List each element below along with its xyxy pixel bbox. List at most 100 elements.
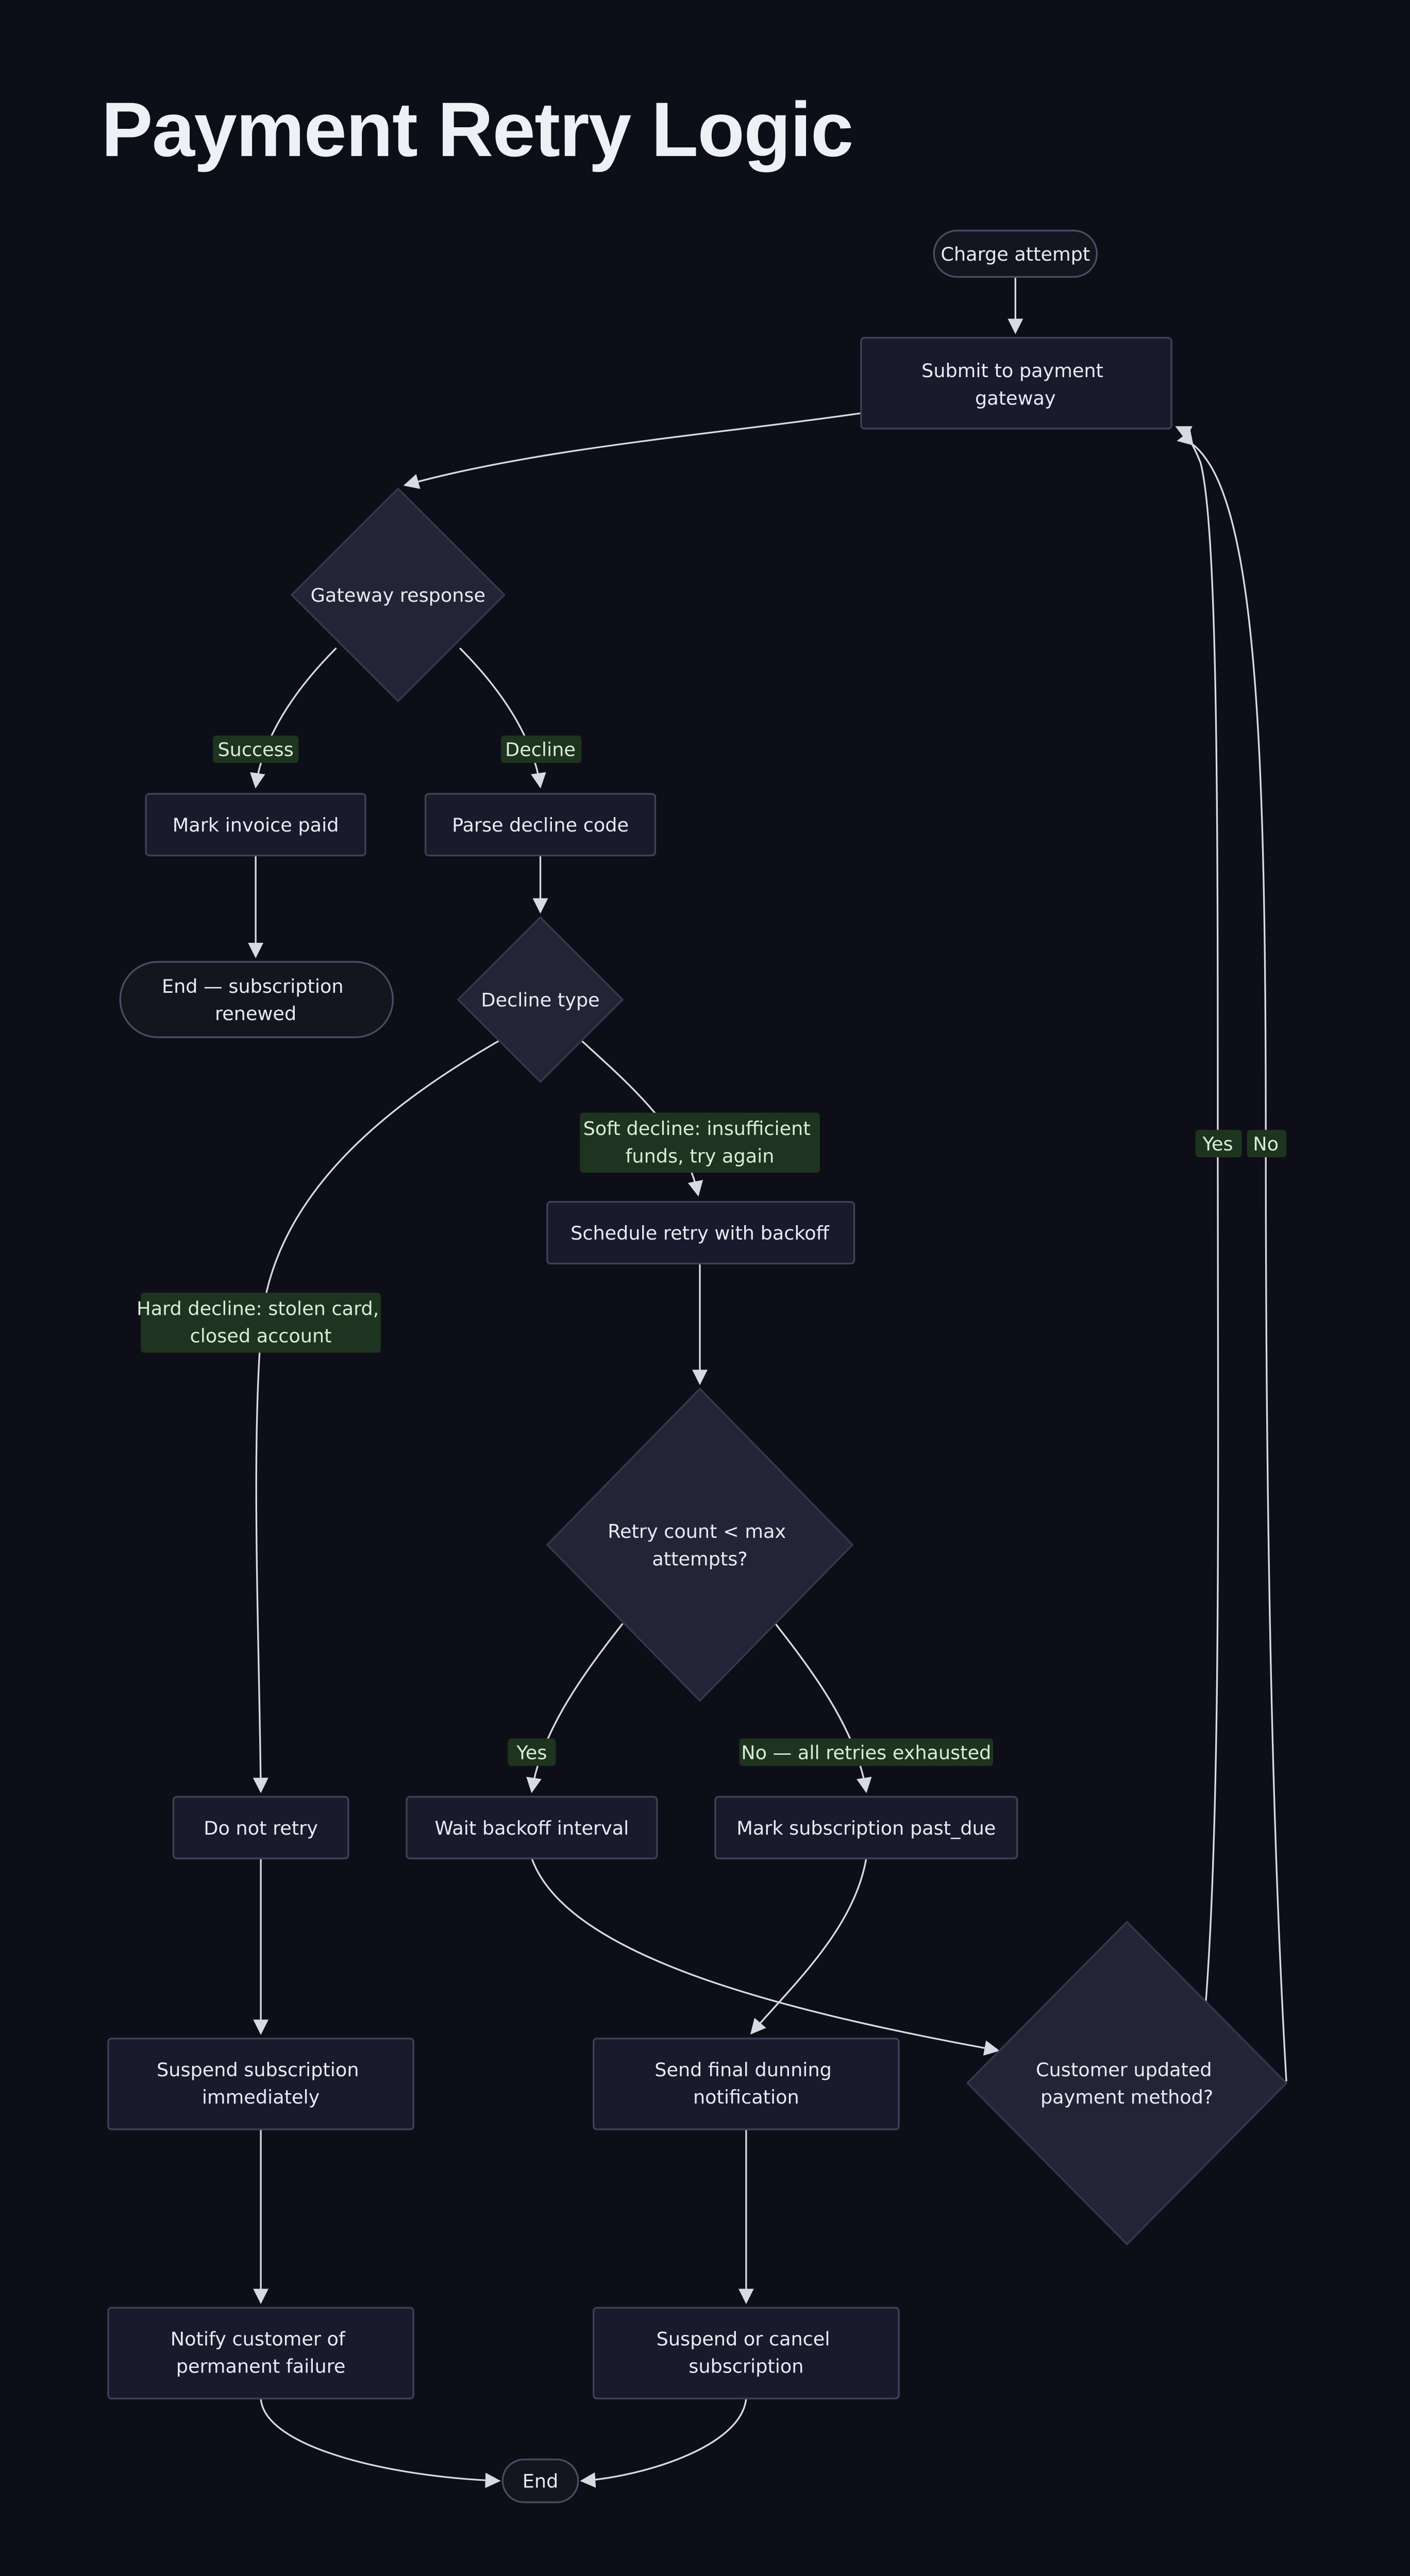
customer-no-label-text: No	[1253, 1133, 1279, 1155]
edge-customer-no-to-submit	[1177, 430, 1287, 2082]
edge-pastdue-to-dunning	[750, 1858, 867, 2035]
retry-count-line2: attempts?	[652, 1548, 747, 1570]
parse-decline-code-label: Parse decline code	[452, 814, 629, 836]
suspend-immediately-shape	[107, 2038, 414, 2130]
node-send-dunning[interactable]: Send final dunning notification	[593, 2038, 900, 2130]
end-label: End	[523, 2470, 559, 2493]
retry-yes-label-text: Yes	[516, 1741, 547, 1764]
submit-gateway-line1: Submit to payment	[921, 360, 1103, 382]
send-dunning-line1: Send final dunning	[654, 2059, 832, 2081]
edges-layer	[248, 278, 1287, 2488]
hard-decline-line1: Hard decline: stolen card,	[137, 1297, 379, 1319]
customer-updated-label: Customer updated payment method?	[1036, 2059, 1218, 2108]
mark-past-due-shape	[714, 1795, 1018, 1860]
gateway-response-label: Gateway response	[311, 584, 486, 606]
submit-gateway-shape	[860, 336, 1172, 430]
edge-customer-yes-to-submit	[1175, 426, 1219, 2003]
mark-invoice-paid-shape	[145, 793, 366, 857]
edge-submit-to-gateway-response	[403, 412, 862, 489]
node-gateway-response[interactable]: Gateway response	[290, 487, 506, 703]
node-suspend-immediately[interactable]: Suspend subscription immediately	[107, 2038, 414, 2130]
customer-no-label-bg	[1247, 1130, 1287, 1158]
customer-updated-line2: payment method?	[1040, 2086, 1213, 2108]
edge-label-decline: Decline	[500, 735, 582, 763]
mark-past-due-label: Mark subscription past_due	[736, 1817, 996, 1839]
schedule-retry-shape	[546, 1201, 855, 1265]
customer-updated-shape	[966, 1921, 1288, 2246]
node-mark-past-due[interactable]: Mark subscription past_due	[714, 1795, 1018, 1860]
edge-decline-hard	[253, 1040, 500, 1793]
suspend-cancel-line1: Suspend or cancel	[657, 2328, 830, 2350]
retry-count-shape	[546, 1387, 854, 1702]
end-shape	[501, 2459, 579, 2503]
edge-retry-no	[775, 1623, 872, 1793]
node-decline-type[interactable]: Decline type	[457, 916, 624, 1083]
node-customer-updated[interactable]: Customer updated payment method?	[966, 1921, 1288, 2246]
submit-gateway-label: Submit to payment gateway	[921, 360, 1109, 409]
node-end-renewed[interactable]: End — subscription renewed	[119, 961, 394, 1038]
customer-yes-label-bg	[1195, 1130, 1242, 1158]
node-schedule-retry[interactable]: Schedule retry with backoff	[546, 1201, 855, 1265]
retry-count-label: Retry count < max attempts?	[608, 1520, 792, 1570]
node-suspend-cancel[interactable]: Suspend or cancel subscription	[593, 2307, 900, 2400]
notify-failure-label: Notify customer of permanent failure	[171, 2328, 351, 2377]
send-dunning-shape	[593, 2038, 900, 2130]
soft-decline-line1: Soft decline: insufficient	[583, 1117, 811, 1140]
gateway-response-shape	[290, 487, 506, 703]
hard-decline-label-text: Hard decline: stolen card, closed accoun…	[137, 1297, 385, 1347]
retry-yes-label-bg	[508, 1738, 556, 1766]
parse-decline-code-shape	[424, 793, 657, 857]
node-end[interactable]: End	[501, 2459, 579, 2503]
node-retry-count[interactable]: Retry count < max attempts?	[546, 1387, 854, 1702]
decline-type-label: Decline type	[481, 989, 599, 1011]
page-title: Payment Retry Logic	[102, 86, 853, 173]
submit-gateway-line2: gateway	[975, 387, 1056, 409]
notify-failure-shape	[107, 2307, 414, 2400]
node-parse-decline-code[interactable]: Parse decline code	[424, 793, 657, 857]
decline-type-shape	[457, 916, 624, 1083]
node-notify-failure[interactable]: Notify customer of permanent failure	[107, 2307, 414, 2400]
do-not-retry-label: Do not retry	[204, 1817, 318, 1839]
notify-failure-line1: Notify customer of	[171, 2328, 346, 2350]
hard-decline-line2: closed account	[190, 1325, 332, 1347]
node-submit-gateway[interactable]: Submit to payment gateway	[860, 336, 1172, 430]
node-wait-backoff[interactable]: Wait backoff interval	[406, 1795, 658, 1860]
edge-label-retry-no: No — all retries exhausted	[739, 1738, 994, 1766]
suspend-cancel-line2: subscription	[689, 2355, 803, 2378]
edge-gateway-decline	[459, 647, 546, 789]
charge-attempt-shape	[933, 229, 1098, 278]
wait-backoff-label: Wait backoff interval	[434, 1817, 629, 1839]
success-label-text: Success	[217, 739, 293, 761]
customer-yes-label-text: Yes	[1202, 1133, 1233, 1155]
node-do-not-retry[interactable]: Do not retry	[172, 1795, 349, 1860]
do-not-retry-shape	[172, 1795, 349, 1860]
end-renewed-line1: End — subscription	[162, 975, 344, 997]
suspend-cancel-shape	[593, 2307, 900, 2400]
nodes-layer: Charge attempt Submit to payment gateway…	[107, 229, 1288, 2503]
suspend-immediately-label: Suspend subscription immediately	[157, 2059, 365, 2108]
customer-updated-line1: Customer updated	[1036, 2059, 1212, 2081]
edge-notify-to-end	[260, 2398, 501, 2488]
edge-retry-yes	[526, 1623, 624, 1793]
edge-label-hard-decline: Hard decline: stolen card, closed accoun…	[137, 1293, 385, 1353]
soft-decline-label-bg	[580, 1112, 820, 1173]
end-renewed-line2: renewed	[215, 1003, 296, 1025]
edge-label-retry-yes: Yes	[508, 1738, 556, 1766]
soft-decline-label-text: Soft decline: insufficient funds, try ag…	[583, 1117, 817, 1167]
node-mark-invoice-paid[interactable]: Mark invoice paid	[145, 793, 366, 857]
retry-no-label-bg	[739, 1738, 994, 1766]
schedule-retry-label: Schedule retry with backoff	[570, 1222, 830, 1244]
success-label-bg	[212, 735, 299, 763]
edge-label-customer-yes: Yes	[1195, 1130, 1242, 1158]
send-dunning-label: Send final dunning notification	[654, 2059, 837, 2108]
wait-backoff-shape	[406, 1795, 658, 1860]
node-charge-attempt[interactable]: Charge attempt	[933, 229, 1098, 278]
suspend-immediately-line1: Suspend subscription	[157, 2059, 359, 2081]
decline-label-bg	[500, 735, 582, 763]
edge-label-customer-no: No	[1247, 1130, 1287, 1158]
edge-gateway-success	[249, 647, 337, 789]
suspend-cancel-label: Suspend or cancel subscription	[657, 2328, 836, 2377]
notify-failure-line2: permanent failure	[176, 2355, 346, 2378]
